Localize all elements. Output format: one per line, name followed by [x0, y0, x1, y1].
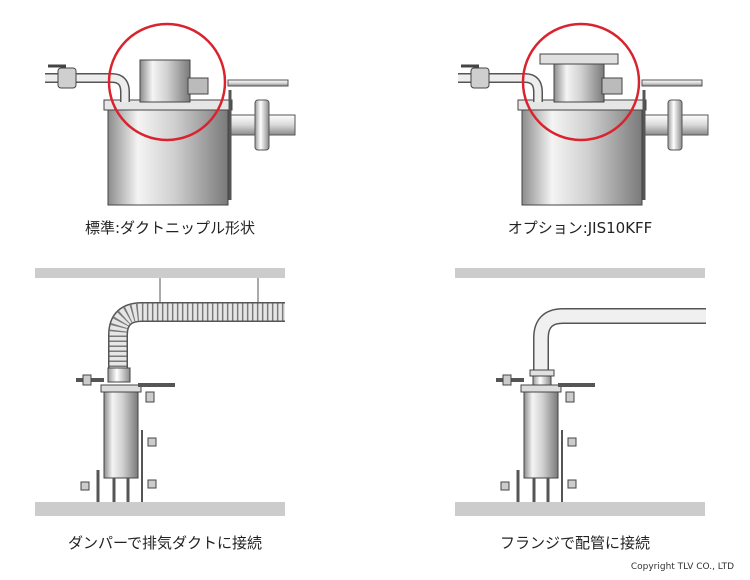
flexible-damper-duct [109, 303, 285, 372]
pipe-flange [254, 99, 270, 151]
flanged-nipple [553, 61, 605, 103]
sensor-rod [641, 79, 703, 87]
highlight-circle [521, 22, 641, 142]
connecting-flange [529, 369, 555, 377]
outlet-flange [145, 391, 155, 403]
duct-nipple [107, 367, 131, 383]
duct-nipple [139, 59, 191, 103]
panel-jis10kff-option [458, 22, 709, 206]
ball-valve [57, 67, 77, 89]
jis10k-flange [539, 53, 619, 65]
drain-valve [500, 481, 510, 491]
floor [455, 502, 705, 516]
sensor-fitting [601, 77, 623, 95]
separator-body [523, 389, 559, 479]
sensor-fitting [187, 77, 209, 95]
pipe-flange [667, 99, 683, 151]
caption-flange: フランジで配管に接続 [499, 534, 650, 552]
drain-valve [80, 481, 90, 491]
panel-damper-connection [35, 268, 285, 516]
panel-flange-connection [455, 268, 706, 516]
caption-standard: 標準:ダクトニップル形状 [84, 219, 256, 237]
sensor-rod [227, 79, 289, 87]
panel-standard-duct-nipple [45, 22, 296, 206]
ball-valve [470, 67, 490, 89]
inlet-valve [502, 374, 512, 386]
separator-body [103, 389, 139, 479]
drain-valve [147, 479, 157, 489]
copyright-notice: Copyright TLV CO., LTD [630, 562, 734, 572]
drain-valve [567, 479, 577, 489]
highlight-circle [107, 22, 227, 142]
ceiling [35, 268, 285, 278]
floor [35, 502, 285, 516]
rigid-pipe [534, 309, 706, 372]
body-top-lip [100, 384, 142, 393]
ceiling [455, 268, 705, 278]
caption-damper: ダンパーで排気ダクトに接続 [67, 534, 263, 552]
sight-valve [567, 437, 577, 447]
outlet-flange [565, 391, 575, 403]
body-top-lip [520, 384, 562, 393]
sight-valve [147, 437, 157, 447]
caption-option: オプション:JIS10KFF [507, 219, 653, 237]
inlet-valve [82, 374, 92, 386]
